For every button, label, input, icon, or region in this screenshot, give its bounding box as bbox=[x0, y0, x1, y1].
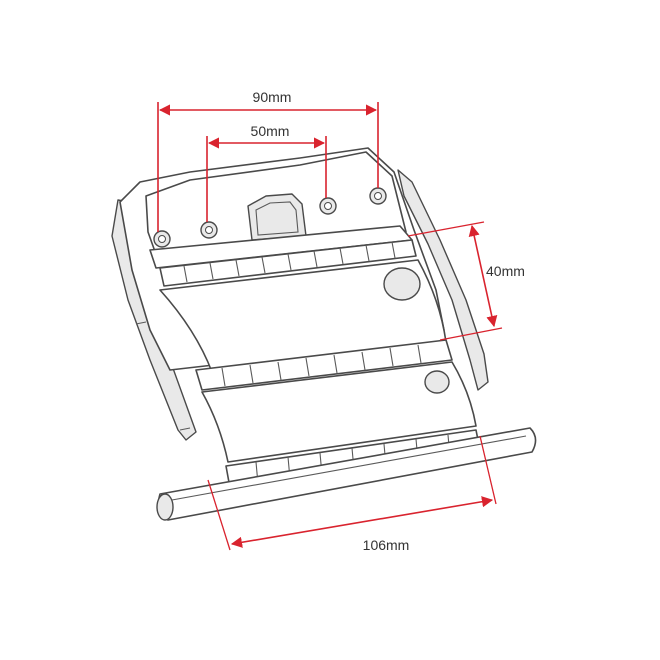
bottom-rod-highlight bbox=[171, 435, 527, 501]
lower-round-boss bbox=[424, 370, 450, 394]
dimension-106mm: 106mm bbox=[207, 435, 497, 553]
dim-40mm-ext-bottom bbox=[439, 327, 503, 341]
dim-40mm-ext-top bbox=[407, 221, 485, 237]
dim-106mm-line bbox=[230, 496, 494, 548]
dimension-50mm: 50mm bbox=[206, 123, 327, 222]
screw-holes bbox=[153, 187, 387, 248]
hole-inner-right bbox=[319, 197, 337, 215]
dim-90mm-label: 90mm bbox=[253, 89, 292, 105]
dim-40mm-line bbox=[468, 224, 498, 328]
dim-106mm-ext-right bbox=[479, 435, 497, 505]
teeth-row-upper bbox=[159, 239, 417, 287]
buckle-part bbox=[111, 147, 537, 521]
lower-plate bbox=[201, 361, 477, 463]
dim-106mm-ext-left bbox=[207, 479, 231, 551]
dimension-annotations: 90mm 50mm 40mm 106mm bbox=[157, 89, 525, 553]
dim-50mm-label: 50mm bbox=[251, 123, 290, 139]
bottom-rod-end bbox=[156, 493, 174, 521]
plate-round-boss bbox=[383, 267, 421, 301]
hole-outer-right bbox=[369, 187, 387, 205]
dimension-90mm: 90mm bbox=[157, 89, 379, 232]
dim-40mm-label: 40mm bbox=[486, 263, 525, 279]
dimension-40mm: 40mm bbox=[407, 221, 525, 341]
hole-outer-left bbox=[153, 230, 171, 248]
teeth-row-middle bbox=[195, 339, 453, 391]
hole-inner-left bbox=[200, 221, 218, 239]
left-pin bbox=[135, 321, 191, 431]
dim-106mm-label: 106mm bbox=[363, 537, 410, 553]
center-tab-inner bbox=[255, 201, 299, 236]
